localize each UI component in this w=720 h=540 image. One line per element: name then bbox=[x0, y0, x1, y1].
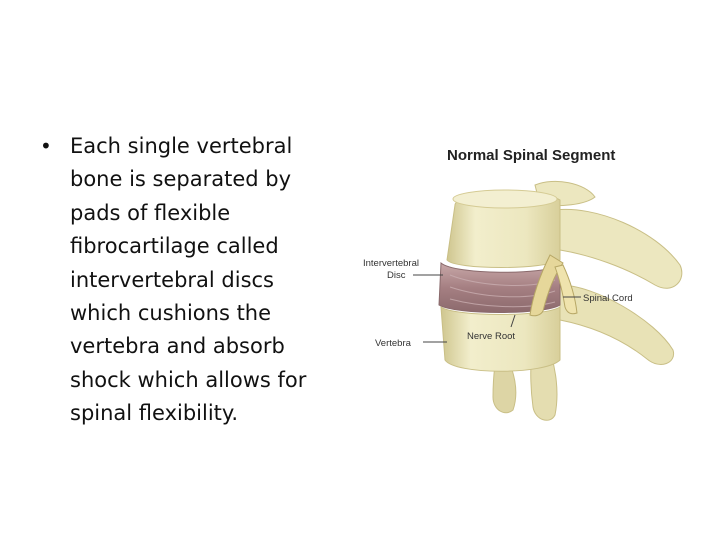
bullet-text: Each single vertebral bone is separated … bbox=[70, 134, 307, 426]
bullet-marker: • bbox=[40, 134, 52, 158]
label-disc: Disc bbox=[387, 270, 406, 281]
spinal-segment-illustration: Normal Spinal Segment bbox=[363, 147, 683, 421]
label-intervertebral: Intervertebral bbox=[363, 258, 419, 269]
leader-line-nerve-root bbox=[510, 314, 516, 328]
lower-vertebra-body bbox=[440, 305, 561, 372]
bullet-item: • Each single vertebral bone is separate… bbox=[40, 130, 340, 431]
figure-title: Normal Spinal Segment bbox=[447, 147, 615, 164]
label-nerve-root: Nerve Root bbox=[467, 331, 515, 342]
label-spinal-cord: Spinal Cord bbox=[583, 293, 633, 304]
upper-vertebra-body bbox=[446, 189, 561, 268]
nerve-root bbox=[529, 254, 578, 317]
bullet-list: • Each single vertebral bone is separate… bbox=[40, 130, 340, 431]
spinal-segment-figure: Normal Spinal Segment bbox=[355, 135, 700, 430]
label-vertebra: Vertebra bbox=[375, 338, 412, 349]
